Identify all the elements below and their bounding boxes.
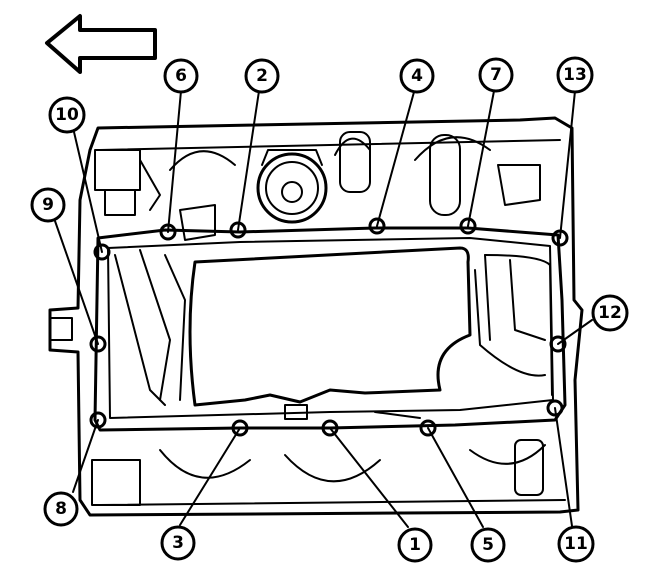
callout-label: 7 bbox=[490, 65, 502, 85]
bolt-9 bbox=[89, 335, 107, 353]
callout-label: 10 bbox=[55, 105, 79, 125]
oil-pan-baffles bbox=[114, 249, 553, 420]
callout-label: 6 bbox=[175, 66, 187, 86]
callout-1: 1 bbox=[397, 527, 433, 563]
callouts: 1 2 3 4 5 6 7 8 bbox=[30, 56, 629, 563]
arrow-left-icon bbox=[45, 14, 157, 74]
callout-6: 6 bbox=[163, 58, 199, 94]
callout-label: 2 bbox=[256, 66, 268, 86]
callout-3: 3 bbox=[160, 525, 196, 561]
callout-label: 3 bbox=[172, 533, 184, 553]
callout-11: 11 bbox=[557, 525, 595, 563]
callout-label: 11 bbox=[564, 534, 588, 554]
bolt-12 bbox=[549, 335, 567, 353]
callout-label: 1 bbox=[409, 535, 421, 555]
callout-13: 13 bbox=[556, 56, 594, 94]
oil-filter bbox=[256, 149, 328, 224]
callout-8: 8 bbox=[43, 491, 79, 527]
bolt-8 bbox=[89, 411, 107, 429]
bolt-3 bbox=[231, 419, 249, 437]
callout-label: 12 bbox=[598, 303, 622, 323]
bolt-4 bbox=[368, 217, 386, 235]
crankcase-details bbox=[49, 131, 546, 506]
bolt-2 bbox=[229, 221, 247, 239]
bolt-10 bbox=[93, 243, 111, 261]
left-sensor-bracket bbox=[94, 149, 216, 241]
callout-label: 5 bbox=[482, 535, 494, 555]
callout-4: 4 bbox=[399, 58, 435, 94]
oil-pan-opening bbox=[188, 246, 472, 407]
callout-label: 9 bbox=[42, 195, 54, 215]
callout-label: 4 bbox=[411, 66, 423, 86]
callout-label: 8 bbox=[55, 499, 67, 519]
bolt-5 bbox=[419, 419, 437, 437]
callout-5: 5 bbox=[470, 527, 506, 563]
bolts bbox=[89, 217, 569, 437]
callout-10: 10 bbox=[48, 96, 86, 134]
bolt-1 bbox=[321, 419, 339, 437]
callout-7: 7 bbox=[478, 57, 514, 93]
bolt-7 bbox=[459, 217, 477, 235]
callout-2: 2 bbox=[244, 58, 280, 94]
callout-9: 9 bbox=[30, 187, 66, 223]
callout-label: 13 bbox=[563, 65, 587, 85]
callout-12: 12 bbox=[591, 294, 629, 332]
leader-lines bbox=[54, 90, 593, 528]
